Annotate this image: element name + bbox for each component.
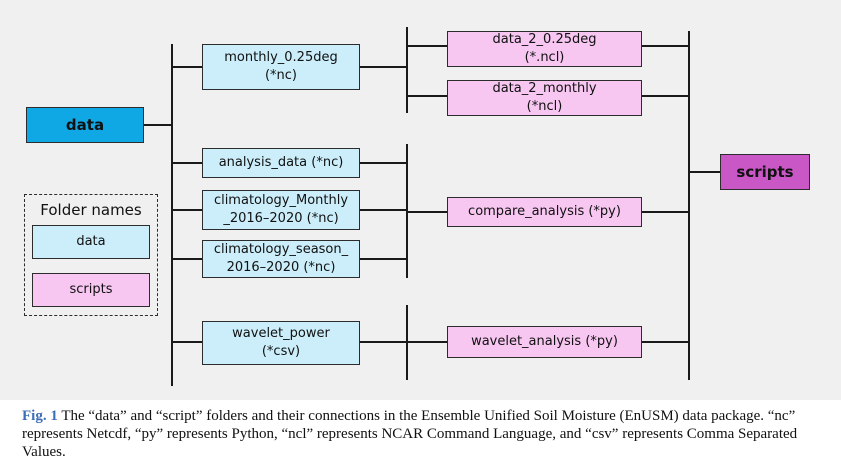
- legend-title: Folder names: [40, 201, 142, 219]
- connector-monthly-out: [360, 66, 408, 68]
- folder-wavelet-analysis: wavelet_analysis (*py): [447, 326, 642, 358]
- connector-trunk-clim-season: [172, 258, 202, 260]
- connector-wavelet-analysis-out: [642, 341, 690, 343]
- data-root-folder: data: [26, 107, 144, 143]
- folder-climatology-monthly: climatology_Monthly _2016–2020 (*nc): [202, 190, 360, 230]
- folder-data2-025deg: data_2_0.25deg (*.ncl): [447, 31, 642, 67]
- folder-analysis-data: analysis_data (*nc): [202, 148, 360, 178]
- folder-climatology-season: climatology_season_ 2016–2020 (*nc): [202, 240, 360, 278]
- folder-diagram: data scripts monthly_0.25deg (*nc) analy…: [0, 0, 841, 400]
- connector-analysis-out: [360, 162, 408, 164]
- connector-trunk-to-scripts: [689, 171, 720, 173]
- scripts-root-folder: scripts: [720, 154, 810, 190]
- caption-text: The “data” and “script” folders and thei…: [22, 408, 798, 460]
- connector-mid-trunk-top: [406, 27, 408, 113]
- connector-mid-to-wavelet-analysis: [407, 341, 447, 343]
- connector-right-trunk: [688, 31, 690, 380]
- connector-trunk-wavelet-power: [172, 341, 202, 343]
- legend: Folder names data scripts: [24, 194, 158, 316]
- connector-wavelet-power-out: [360, 341, 408, 343]
- connector-mid-to-data2-025: [407, 45, 447, 47]
- connector-trunk-clim-monthly: [172, 209, 202, 211]
- figure-caption: Fig. 1 The “data” and “script” folders a…: [22, 407, 822, 461]
- connector-trunk-analysis: [172, 162, 202, 164]
- connector-clim-monthly-out: [360, 209, 408, 211]
- connector-data2-monthly-out: [642, 95, 690, 97]
- connector-mid-to-data2-monthly: [407, 95, 447, 97]
- connector-mid-to-compare: [407, 211, 447, 213]
- connector-compare-out: [642, 211, 690, 213]
- legend-data-swatch: data: [32, 225, 150, 259]
- folder-wavelet-power: wavelet_power (*csv): [202, 321, 360, 365]
- folder-data2-monthly: data_2_monthly (*ncl): [447, 80, 642, 116]
- connector-data2-025-out: [642, 45, 690, 47]
- legend-scripts-swatch: scripts: [32, 273, 150, 307]
- connector-trunk-monthly: [172, 66, 202, 68]
- folder-compare-analysis: compare_analysis (*py): [447, 197, 642, 227]
- connector-clim-season-out: [360, 258, 408, 260]
- folder-monthly-025deg: monthly_0.25deg (*nc): [202, 44, 360, 90]
- connector-left-trunk: [171, 44, 173, 386]
- connector-data-to-trunk: [144, 124, 172, 126]
- figure-label: Fig. 1: [22, 408, 58, 424]
